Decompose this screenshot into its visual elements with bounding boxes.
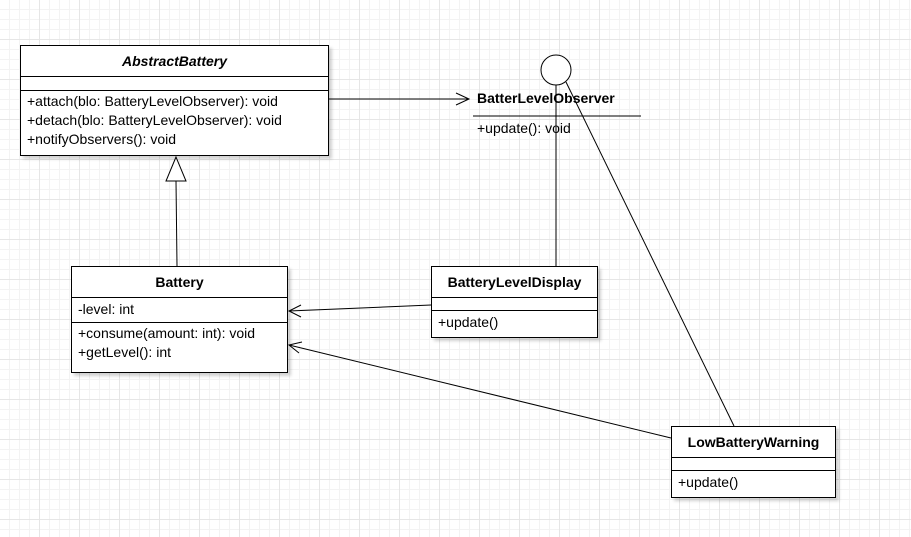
operation: +detach(blo: BatteryLevelObserver): void bbox=[27, 112, 282, 128]
operations-section: +update() bbox=[672, 471, 835, 492]
open-arrowhead-icon bbox=[287, 341, 303, 354]
operations-section: +attach(blo: BatteryLevelObserver): void… bbox=[21, 91, 328, 149]
class-name: Battery bbox=[72, 267, 287, 298]
operation: +notifyObservers(): void bbox=[27, 131, 176, 147]
operation: +attach(blo: BatteryLevelObserver): void bbox=[27, 93, 278, 109]
operation: +getLevel(): int bbox=[78, 344, 171, 360]
operation: +consume(amount: int): void bbox=[78, 325, 256, 341]
interface-operation: +update(): void bbox=[477, 120, 571, 136]
attributes-section bbox=[21, 77, 328, 91]
class-abstract-battery[interactable]: AbstractBattery +attach(blo: BatteryLeve… bbox=[20, 45, 329, 156]
open-arrowhead-icon bbox=[287, 304, 302, 318]
attribute: -level: int bbox=[78, 301, 135, 317]
attributes-section bbox=[432, 298, 597, 311]
generalization-line-battery-abstractbattery[interactable] bbox=[175, 180, 178, 267]
association-line-warning-battery[interactable] bbox=[288, 344, 672, 439]
operation: +update() bbox=[438, 314, 499, 330]
class-low-battery-warning[interactable]: LowBatteryWarning +update() bbox=[671, 426, 836, 498]
operation: +update() bbox=[678, 474, 739, 490]
interface-lollipop-icon bbox=[540, 54, 572, 86]
attributes-section: -level: int bbox=[72, 298, 287, 323]
class-name: BatteryLevelDisplay bbox=[432, 267, 597, 298]
operations-section: +consume(amount: int): void +getLevel():… bbox=[72, 323, 287, 362]
operations-section: +update() bbox=[432, 311, 597, 332]
realization-line-lowbatterywarning[interactable] bbox=[565, 81, 735, 427]
open-arrowhead-icon bbox=[455, 92, 471, 106]
class-battery-level-display[interactable]: BatteryLevelDisplay +update() bbox=[431, 266, 598, 338]
class-name: LowBatteryWarning bbox=[672, 427, 835, 458]
class-name: AbstractBattery bbox=[21, 46, 328, 77]
attributes-section bbox=[672, 458, 835, 471]
association-line-display-battery[interactable] bbox=[288, 304, 432, 312]
class-battery[interactable]: Battery -level: int +consume(amount: int… bbox=[71, 266, 288, 373]
interface-name[interactable]: BatterLevelObserver bbox=[477, 90, 615, 106]
hollow-triangle-arrowhead-icon bbox=[165, 155, 187, 182]
